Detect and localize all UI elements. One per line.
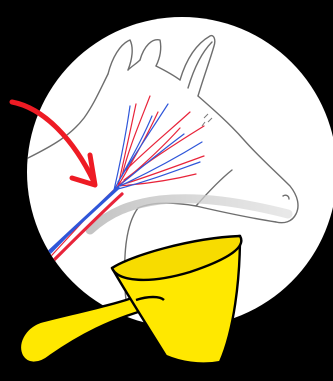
illustration-stage: [0, 0, 333, 381]
goat-head-blood-vessel-diagram: [0, 0, 333, 381]
